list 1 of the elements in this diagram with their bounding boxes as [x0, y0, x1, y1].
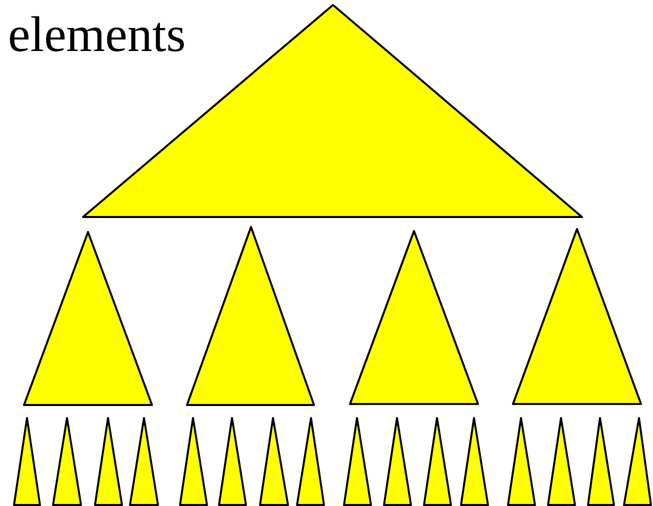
- heading-text: elements: [8, 5, 186, 64]
